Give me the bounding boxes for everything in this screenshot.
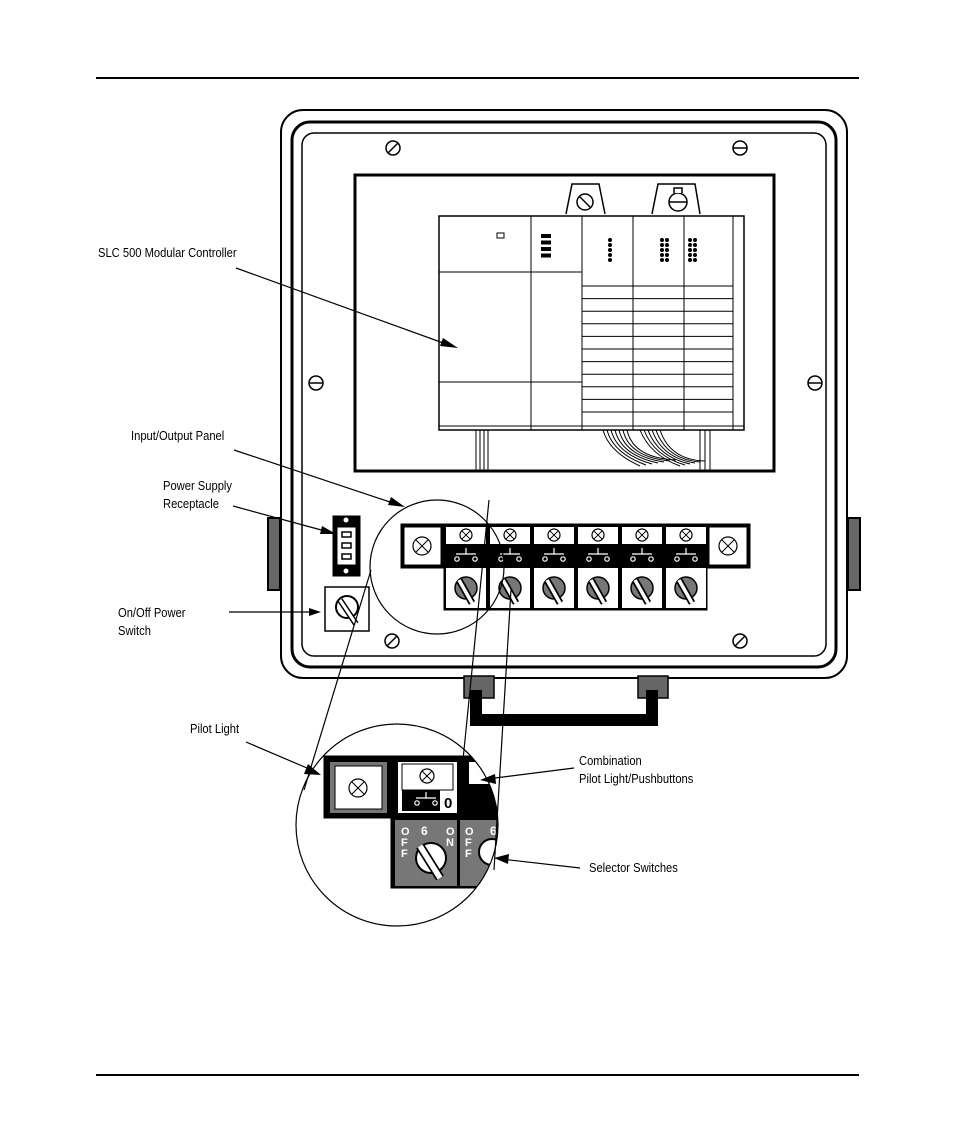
bottom-rule: [96, 1074, 859, 1076]
top-rule: [96, 77, 859, 79]
io-panel: [400, 523, 751, 611]
io-pushbutton[interactable]: [446, 527, 486, 562]
io-pushbutton[interactable]: [622, 527, 662, 562]
panel-screws: [308, 140, 823, 649]
io-selector-switch[interactable]: [534, 568, 574, 608]
keylock-tabs: [565, 183, 701, 215]
io-pushbutton[interactable]: [578, 527, 618, 562]
power-supply-receptacle: [332, 515, 361, 577]
label-slc500-controller: SLC 500 Modular Controller: [98, 245, 237, 260]
label-power-switch-2: Switch: [118, 623, 151, 638]
label-io-panel: Input/Output Panel: [131, 428, 225, 443]
magnifier-circle: [369, 499, 505, 635]
io-selector-switch[interactable]: [578, 568, 618, 608]
label-combination-2: Pilot Light/Pushbuttons: [579, 771, 694, 786]
slc500-controller: [438, 215, 745, 470]
right-side-handle: [847, 517, 861, 591]
label-power-receptacle-1: Power Supply: [163, 478, 232, 493]
io-selector-switch[interactable]: [622, 568, 662, 608]
detail-selector-number-2: 6: [490, 824, 497, 838]
label-combination-1: Combination: [579, 753, 642, 768]
io-pushbutton[interactable]: [666, 527, 706, 562]
detail-selector-number: 6: [421, 824, 428, 838]
power-switch[interactable]: [324, 586, 370, 632]
leader-lines: [229, 267, 581, 871]
label-selector-switches: Selector Switches: [589, 860, 678, 875]
io-pushbutton[interactable]: [490, 527, 530, 562]
leader-arrowheads: [304, 338, 509, 864]
label-power-receptacle-2: Receptacle: [163, 496, 219, 511]
label-pilot-light: Pilot Light: [190, 721, 240, 736]
detail-pushbutton-number: 0: [444, 795, 452, 812]
label-power-switch-1: On/Off Power: [118, 605, 186, 620]
io-pushbutton[interactable]: [534, 527, 574, 562]
left-side-handle: [267, 517, 281, 591]
detail-circle: [295, 723, 499, 927]
io-selector-switch[interactable]: [666, 568, 706, 608]
bottom-carry-handle: [463, 675, 669, 726]
